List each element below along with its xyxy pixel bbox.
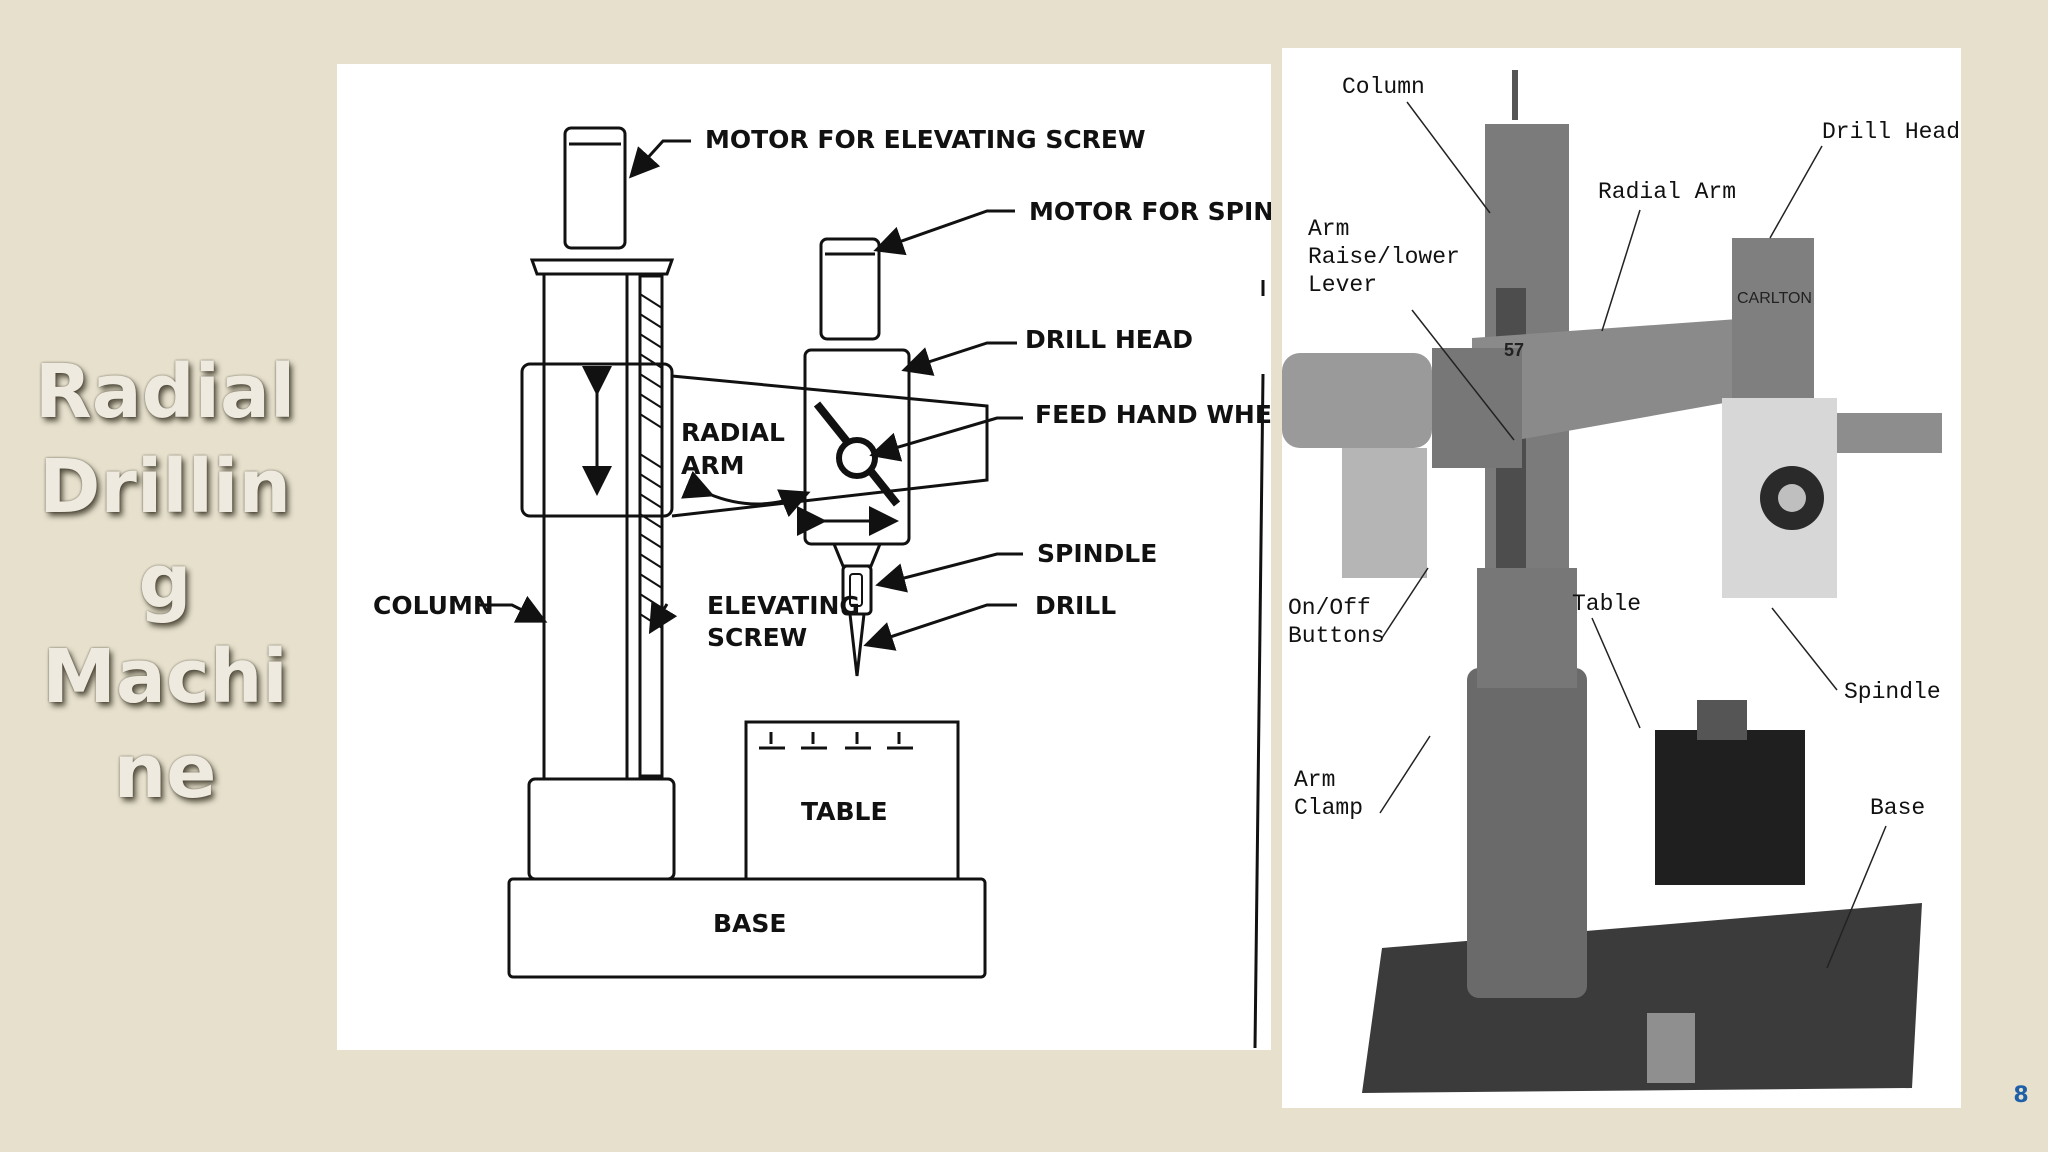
radial-arm-shape <box>671 374 989 518</box>
photo-label-spindle: Spindle <box>1844 679 1941 705</box>
photo-label-on-off-line2: Buttons <box>1288 623 1385 649</box>
label-radial-arm-line1: RADIAL <box>681 418 785 447</box>
photo-label-arm-lever-line1: Arm <box>1308 216 1349 242</box>
radial-drill-diagram: MOTOR FOR ELEVATING SCREW MOTOR FOR SPIN… <box>373 125 1271 1049</box>
photo-panel: Column Drill Head Radial Arm Arm Raise/l… <box>1282 48 1961 1108</box>
photo-motor <box>1282 353 1432 448</box>
diagram-panel: MOTOR FOR ELEVATING SCREW MOTOR FOR SPIN… <box>337 64 1271 1050</box>
elevating-screw-shape <box>638 274 664 778</box>
photo-label-arm-clamp-line1: Arm <box>1294 767 1335 793</box>
label-radial-arm-line2: ARM <box>681 451 744 480</box>
title-line: ne <box>113 729 217 815</box>
label-spindle: SPINDLE <box>1037 539 1157 568</box>
photo-label-on-off-line1: On/Off <box>1288 595 1371 621</box>
photo-label-table: Table <box>1572 591 1641 617</box>
title-line: Drillin <box>38 444 292 530</box>
arm-sleeve-shape <box>520 362 674 518</box>
photo-table <box>1655 730 1805 885</box>
slide-title: Radial Drillin g Machi ne <box>20 345 310 820</box>
photo-radial-arm <box>1472 318 1752 448</box>
photo-label-arm-clamp-line2: Clamp <box>1294 795 1363 821</box>
photo-label-arm-lever-line2: Raise/lower <box>1308 244 1460 270</box>
label-base: BASE <box>713 909 787 938</box>
photo-label-arm-lever-line3: Lever <box>1308 272 1377 298</box>
title-line: Machi <box>42 634 288 720</box>
machine-photo: Column Drill Head Radial Arm Arm Raise/l… <box>1282 70 1960 1093</box>
photo-label-base: Base <box>1870 795 1925 821</box>
base-shape <box>507 877 987 979</box>
label-table: TABLE <box>801 797 888 826</box>
label-motor-elevating: MOTOR FOR ELEVATING SCREW <box>705 125 1146 154</box>
drill-bit-shape <box>848 613 866 677</box>
photo-brand-text: CARLTON <box>1737 290 1812 307</box>
label-drill-head: DRILL HEAD <box>1025 325 1193 354</box>
label-elevating-screw-line1: ELEVATING <box>707 591 860 620</box>
label-column: COLUMN <box>373 591 494 620</box>
photo-model-number: 57 <box>1504 340 1524 360</box>
column-housing-shape <box>527 777 676 881</box>
photo-drill-head <box>1732 238 1814 403</box>
title-line: g <box>138 539 192 625</box>
label-feed-hand-wheel: FEED HAND WHEEL <box>1035 400 1271 429</box>
column-flange-shape <box>529 258 675 276</box>
photo-label-radial-arm: Radial Arm <box>1598 179 1736 205</box>
photo-label-column: Column <box>1342 74 1425 100</box>
title-line: Radial <box>34 349 296 435</box>
photo-label-drill-head: Drill Head <box>1822 119 1960 145</box>
spindle-motor-shape <box>819 237 881 341</box>
page-number: 8 <box>2013 1083 2029 1108</box>
label-elevating-screw-line2: SCREW <box>707 623 807 652</box>
photo-base <box>1362 903 1922 1093</box>
elevating-motor-shape <box>563 126 627 250</box>
label-motor-spindle: MOTOR FOR SPINDLE <box>1029 197 1271 226</box>
label-drill: DRILL <box>1035 591 1116 620</box>
